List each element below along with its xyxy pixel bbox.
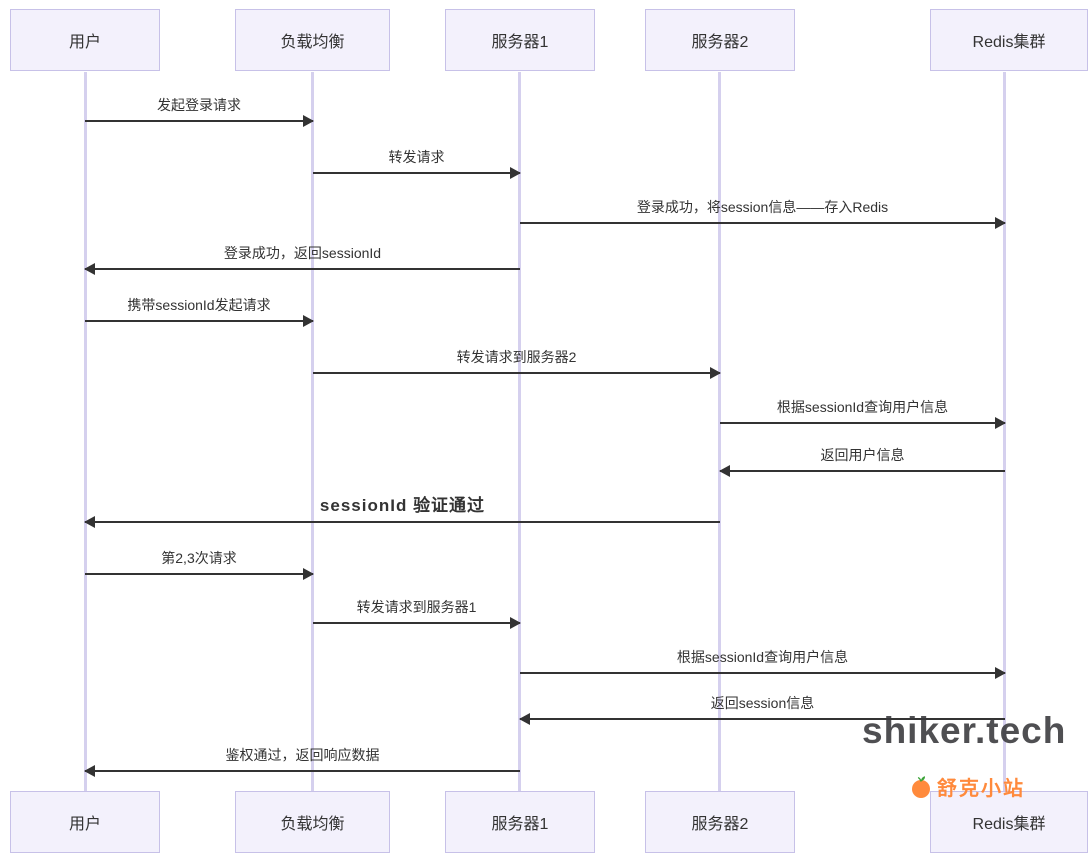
arrowhead-icon bbox=[303, 568, 314, 580]
message-arrow bbox=[84, 516, 720, 528]
message-label: 根据sessionId查询用户信息 bbox=[676, 649, 849, 665]
participant-server2-bottom: 服务器2 bbox=[645, 791, 795, 853]
participant-redis-bottom: Redis集群 bbox=[930, 791, 1088, 853]
message-forward-request: 转发请求 bbox=[313, 147, 521, 179]
arrowhead-icon bbox=[303, 315, 314, 327]
message-store-session: 登录成功，将session信息——存入Redis bbox=[520, 197, 1006, 229]
message-subsequent-request: 第2,3次请求 bbox=[85, 548, 314, 580]
message-label: 转发请求 bbox=[388, 149, 445, 165]
message-label: 发起登录请求 bbox=[157, 97, 241, 113]
participant-label: 服务器2 bbox=[691, 34, 749, 51]
arrowhead-icon bbox=[719, 465, 730, 477]
watermark-text: shiker.tech bbox=[862, 710, 1067, 751]
lifeline-redis bbox=[1003, 72, 1006, 791]
arrowhead-icon bbox=[84, 516, 95, 528]
message-label: 鉴权通过，返回响应数据 bbox=[225, 747, 380, 763]
participant-label: 负载均衡 bbox=[280, 816, 345, 833]
message-label: 登录成功，将session信息——存入Redis bbox=[636, 199, 889, 215]
message-label: sessionId 验证通过 bbox=[319, 496, 486, 515]
arrowhead-icon bbox=[303, 115, 314, 127]
arrowhead-icon bbox=[995, 217, 1006, 229]
message-forward-to-server1: 转发请求到服务器1 bbox=[313, 597, 521, 629]
message-label: 登录成功，返回sessionId bbox=[223, 245, 382, 261]
message-label: 第2,3次请求 bbox=[161, 550, 237, 566]
orange-fruit-icon bbox=[912, 775, 930, 798]
message-return-sessionid: 登录成功，返回sessionId bbox=[84, 243, 520, 275]
lifeline-server2 bbox=[718, 72, 721, 791]
message-arrow bbox=[85, 115, 314, 127]
participant-label: 服务器1 bbox=[491, 34, 549, 51]
participant-redis-top: Redis集群 bbox=[930, 9, 1088, 71]
arrowhead-icon bbox=[84, 765, 95, 777]
participant-label: Redis集群 bbox=[972, 34, 1046, 51]
participant-label: 用户 bbox=[68, 34, 101, 51]
message-return-session: 返回session信息 bbox=[519, 693, 1005, 725]
arrowhead-icon bbox=[84, 263, 95, 275]
site-logo-text: 舒克小站 bbox=[937, 778, 1025, 800]
message-session-verified: sessionId 验证通过 bbox=[84, 491, 720, 528]
lifeline-user bbox=[84, 72, 87, 791]
participant-server2-top: 服务器2 bbox=[645, 9, 795, 71]
message-arrow bbox=[313, 367, 721, 379]
message-return-userinfo: 返回用户信息 bbox=[719, 445, 1005, 477]
message-arrow bbox=[720, 417, 1006, 429]
arrowhead-icon bbox=[519, 713, 530, 725]
arrowhead-icon bbox=[510, 617, 521, 629]
participant-label: Redis集群 bbox=[972, 816, 1046, 833]
message-final-response: 鉴权通过，返回响应数据 bbox=[84, 745, 520, 777]
participant-label: 服务器1 bbox=[491, 816, 549, 833]
message-label: 返回session信息 bbox=[710, 695, 815, 711]
arrowhead-icon bbox=[710, 367, 721, 379]
arrowhead-icon bbox=[995, 417, 1006, 429]
message-label: 返回用户信息 bbox=[820, 447, 905, 463]
participant-label: 服务器2 bbox=[691, 816, 749, 833]
participant-loadbalancer-bottom: 负载均衡 bbox=[235, 791, 390, 853]
message-query-session-again: 根据sessionId查询用户信息 bbox=[520, 647, 1006, 679]
participant-server1-top: 服务器1 bbox=[445, 9, 595, 71]
participant-label: 用户 bbox=[68, 816, 101, 833]
participant-label: 负载均衡 bbox=[280, 34, 345, 51]
message-login-request: 发起登录请求 bbox=[85, 95, 314, 127]
message-label: 根据sessionId查询用户信息 bbox=[776, 399, 949, 415]
message-arrow bbox=[719, 465, 1005, 477]
message-forward-to-server2: 转发请求到服务器2 bbox=[313, 347, 721, 379]
message-arrow bbox=[85, 315, 314, 327]
message-label: 转发请求到服务器2 bbox=[456, 349, 577, 365]
message-arrow bbox=[520, 217, 1006, 229]
participant-user-top: 用户 bbox=[10, 9, 160, 71]
message-label: 转发请求到服务器1 bbox=[356, 599, 477, 615]
arrowhead-icon bbox=[995, 667, 1006, 679]
message-arrow bbox=[84, 765, 520, 777]
message-label: 携带sessionId发起请求 bbox=[127, 297, 271, 313]
message-arrow bbox=[520, 667, 1006, 679]
message-request-with-sessionid: 携带sessionId发起请求 bbox=[85, 295, 314, 327]
message-arrow bbox=[313, 617, 521, 629]
participant-loadbalancer-top: 负载均衡 bbox=[235, 9, 390, 71]
participant-server1-bottom: 服务器1 bbox=[445, 791, 595, 853]
site-logo: 舒克小站 bbox=[910, 772, 1025, 801]
message-arrow bbox=[519, 713, 1005, 725]
lifeline-loadbalancer bbox=[311, 72, 314, 791]
participant-user-bottom: 用户 bbox=[10, 791, 160, 853]
message-query-session: 根据sessionId查询用户信息 bbox=[720, 397, 1006, 429]
message-arrow bbox=[85, 568, 314, 580]
arrowhead-icon bbox=[510, 167, 521, 179]
lifeline-server1 bbox=[518, 72, 521, 791]
message-arrow bbox=[313, 167, 521, 179]
message-arrow bbox=[84, 263, 520, 275]
